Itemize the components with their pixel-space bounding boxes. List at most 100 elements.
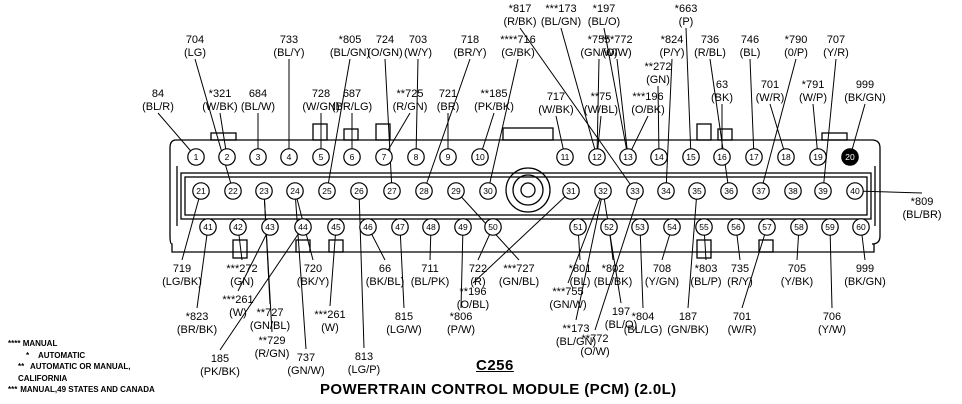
pin-number: 20 (845, 152, 855, 162)
leader-line (575, 190, 604, 321)
pin-number: 27 (387, 186, 397, 196)
legend: **** MANUAL * AUTOMATIC ** AUTOMATIC OR … (8, 338, 155, 396)
wire-circuit: 722 (469, 263, 487, 275)
wire-color: (GN/BL) (499, 276, 539, 288)
wire-color: (GN) (230, 276, 254, 288)
wire-label-pin-65: ***173(BL/GN) (541, 3, 581, 28)
pin-number: 3 (256, 152, 261, 162)
leader-line (616, 58, 629, 158)
wire-label-pin-53: **173(BL/GN) (556, 323, 596, 348)
pin-number: 8 (414, 152, 419, 162)
pin-number: 42 (233, 222, 243, 232)
wire-label-pin-32: **196(O/BL) (457, 286, 489, 311)
wire-label-pin-34: *824(P/Y) (659, 34, 684, 59)
pin-circle (484, 218, 502, 236)
pin-number: 37 (756, 186, 766, 196)
pin-38: 38 (784, 182, 802, 200)
pin-circle (439, 148, 457, 166)
pin-circle (199, 218, 217, 236)
pin-57: 57 (758, 218, 776, 236)
wire-color: (BK/BL) (366, 276, 405, 288)
leader-line (829, 226, 833, 309)
wire-color: (R/BK) (504, 16, 537, 28)
wire-label-pin-30: ****716(G/BK) (500, 34, 535, 59)
leader-line (741, 226, 768, 309)
pin-circle (821, 218, 839, 236)
pin-number: 33 (630, 186, 640, 196)
pin-circle (415, 182, 433, 200)
wire-label-pin-66: *197(BL/O) (588, 3, 620, 28)
wire-circuit: ***755 (552, 286, 583, 298)
pin-4: 4 (280, 148, 298, 166)
wire-circuit: 813 (355, 351, 373, 363)
wire-label-pin-52: *802(BL/BK) (594, 263, 633, 288)
pin-number: 17 (749, 152, 759, 162)
pin-circle (619, 148, 637, 166)
wire-circuit: ***173 (545, 3, 576, 15)
pin-28: 28 (415, 182, 433, 200)
wire-color: (LG) (184, 47, 206, 59)
pin-number: 54 (667, 222, 677, 232)
wire-label-pin-12: **75(W/BL) (584, 91, 618, 116)
wire-circuit: 728 (312, 88, 330, 100)
pin-number: 9 (446, 152, 451, 162)
pin-23: 23 (255, 182, 273, 200)
wire-circuit: 733 (280, 34, 298, 46)
pin-16: 16 (713, 148, 731, 166)
wire-circuit: *824 (661, 34, 684, 46)
wire-label-pin-58: 705(Y/BK) (781, 263, 813, 288)
wire-color: (BL/PK) (411, 276, 450, 288)
wire-label-pin-56: 735(R/Y) (727, 263, 753, 288)
wire-label-pin-19: *791(W/P) (799, 79, 827, 104)
wire-circuit: 84 (152, 88, 164, 100)
pin-54: 54 (663, 218, 681, 236)
leader-line (472, 190, 572, 284)
leader-lines (157, 27, 923, 351)
leader-line (849, 103, 866, 158)
leader-line (181, 190, 202, 261)
wire-circuit: 66 (379, 263, 391, 275)
wire-circuit: **196 (460, 286, 487, 298)
wire-circuit: 815 (395, 311, 413, 323)
wire-label-pin-33: *817(R/BK) (504, 3, 537, 28)
wire-circuit: *791 (802, 79, 825, 91)
pin-56: 56 (727, 218, 745, 236)
leader-line (594, 190, 641, 331)
wire-circuit: *321 (209, 88, 232, 100)
wire-color: (W/P) (799, 92, 827, 104)
pin-40: 40 (846, 182, 864, 200)
wire-color: (O/W) (602, 47, 631, 59)
wire-color: (BR/Y) (454, 47, 487, 59)
pin-number: 16 (717, 152, 727, 162)
pin-37: 37 (752, 182, 770, 200)
wire-label-pin-42: ***272(GN) (226, 263, 257, 288)
wire-circuit: *803 (695, 263, 718, 275)
pin-circle (650, 148, 668, 166)
pin-number: 13 (623, 152, 633, 162)
wire-circuit: *801 (569, 263, 592, 275)
pin-35: 35 (688, 182, 706, 200)
leader-line (854, 190, 923, 194)
pin-circle (688, 182, 706, 200)
wire-color: (O/BL) (457, 299, 489, 311)
pin-15: 15 (682, 148, 700, 166)
pin-number: 12 (592, 152, 602, 162)
wire-label-pin-8: 703(W/Y) (404, 34, 432, 59)
pin-circle (727, 218, 745, 236)
pin-number: 11 (561, 152, 570, 162)
wire-color: (GN/BK) (667, 324, 709, 336)
wire-color: (P/W) (447, 324, 475, 336)
pin-3: 3 (249, 148, 267, 166)
leader-line (567, 190, 604, 284)
wire-label-pin-16: 63(BK) (711, 79, 733, 104)
pin-circle (777, 148, 795, 166)
wire-label-pin-49: 815(LG/W) (386, 311, 421, 336)
pin-circle (255, 182, 273, 200)
wire-label-pin-61: 187(GN/BK) (667, 311, 709, 336)
pin-circle (192, 182, 210, 200)
wire-circuit: *817 (509, 3, 532, 15)
wire-circuit: 719 (173, 263, 191, 275)
wire-label-pin-27: 724(O/GN) (367, 34, 402, 59)
pin-circle (790, 218, 808, 236)
wire-label-pin-11: 717(W/BK) (538, 91, 573, 116)
